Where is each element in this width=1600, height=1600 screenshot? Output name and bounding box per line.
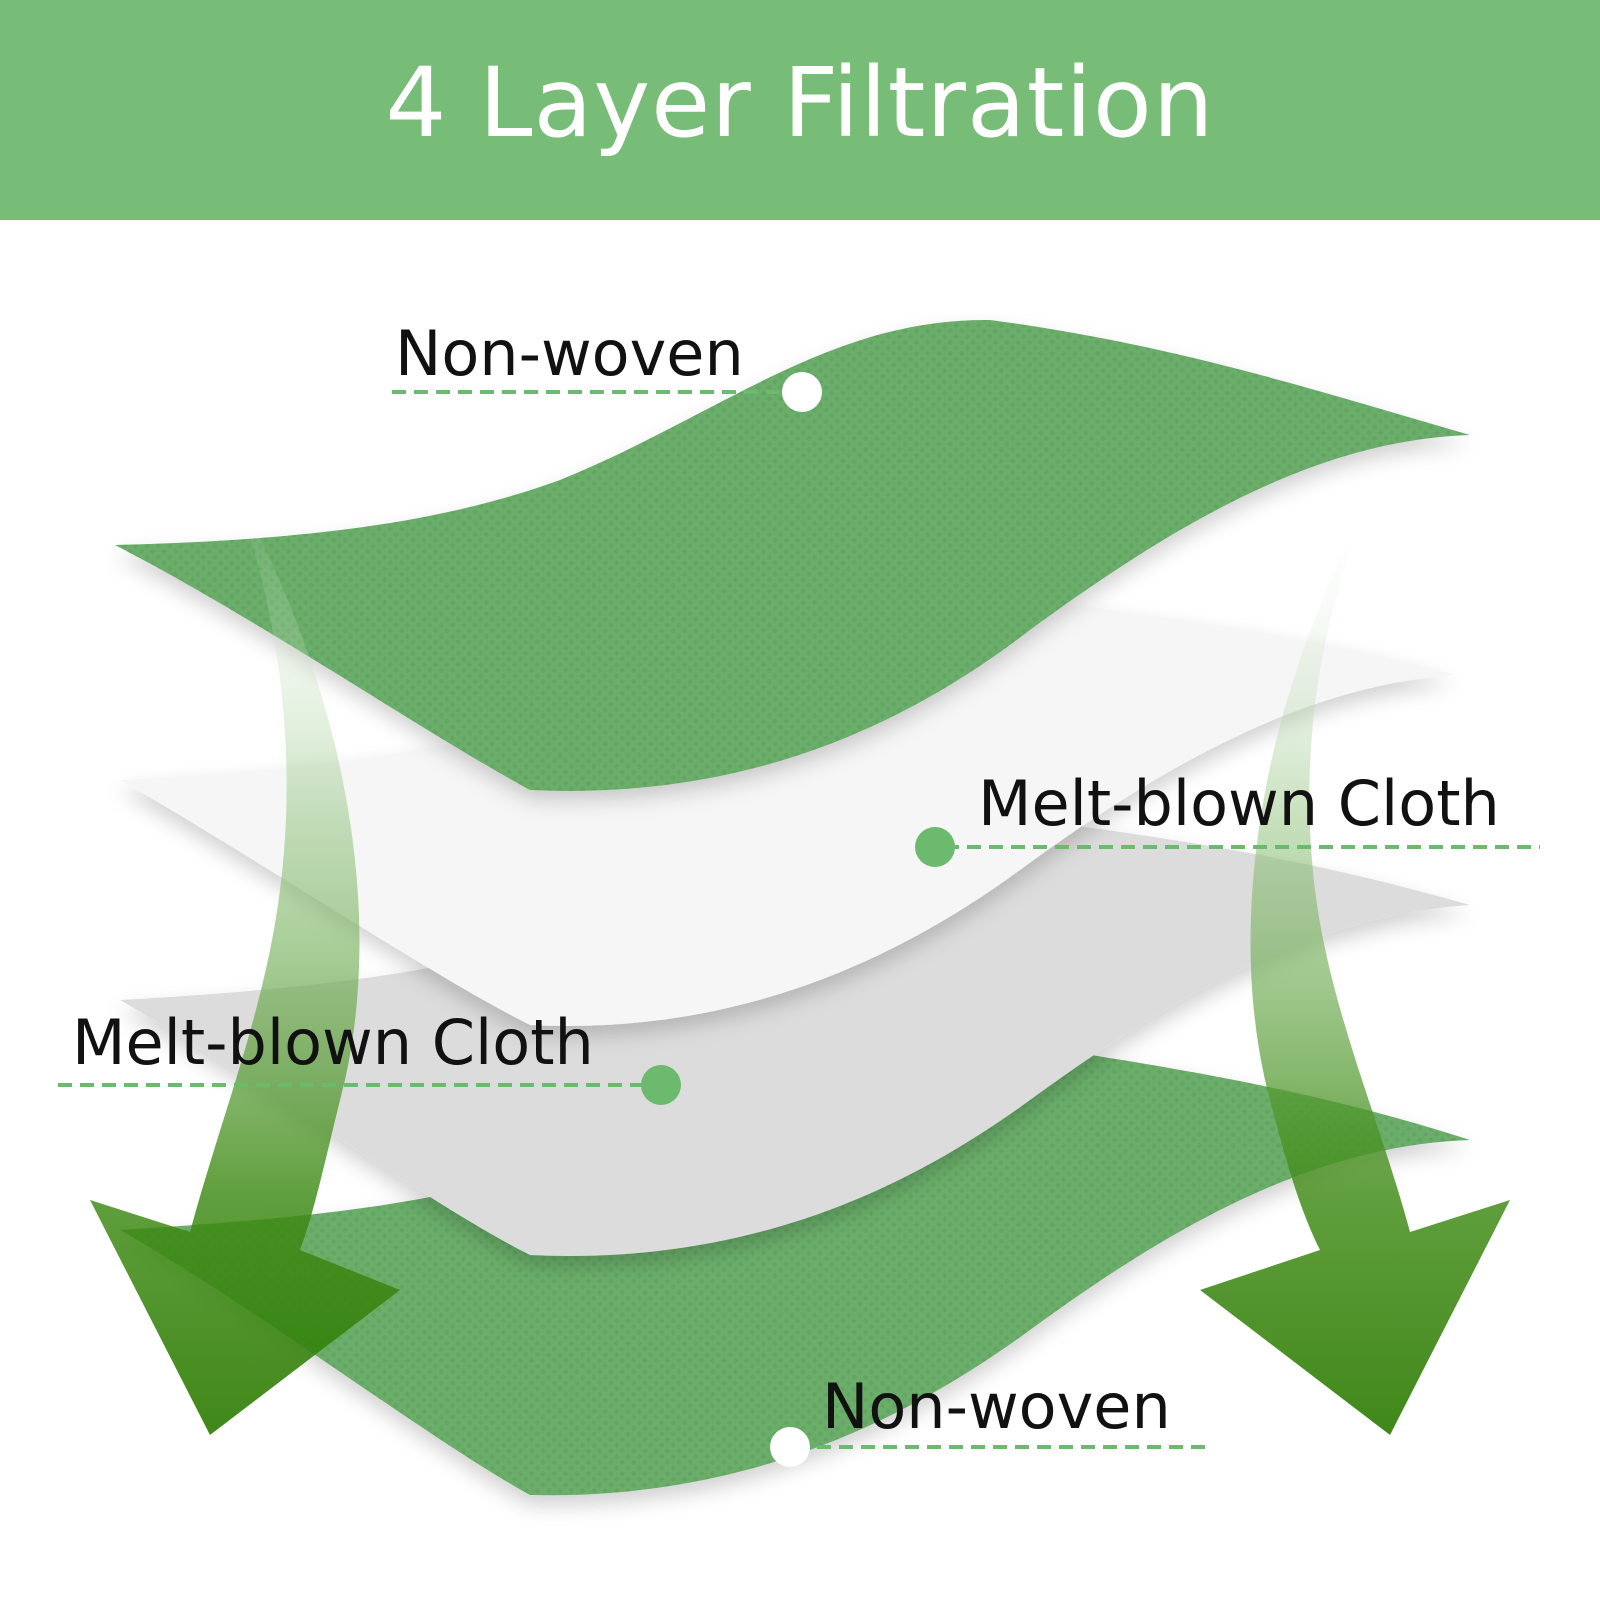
layer-meltblown-light <box>120 593 1455 1026</box>
title-banner: 4 Layer Filtration <box>0 0 1600 220</box>
marker-top <box>782 372 822 412</box>
leader-bottom <box>770 1427 1205 1467</box>
leader-melt2 <box>58 1065 681 1105</box>
marker-melt2 <box>641 1065 681 1105</box>
layer-meltblown-grey <box>120 813 1470 1256</box>
label-top-nonwoven: Non-woven <box>395 317 744 390</box>
leader-top <box>392 372 822 412</box>
right-flow-arrow <box>1200 490 1510 1435</box>
label-meltblown-2: Melt-blown Cloth <box>72 1006 594 1079</box>
leader-melt1 <box>915 827 1540 867</box>
page-title: 4 Layer Filtration <box>385 47 1215 159</box>
marker-melt1 <box>915 827 955 867</box>
layer-top-nonwoven <box>115 319 1470 791</box>
left-flow-arrow <box>90 490 400 1435</box>
label-meltblown-1: Melt-blown Cloth <box>978 767 1500 840</box>
label-bottom-nonwoven: Non-woven <box>822 1370 1171 1443</box>
marker-bottom <box>770 1427 810 1467</box>
layer-bottom-nonwoven <box>120 1037 1470 1496</box>
